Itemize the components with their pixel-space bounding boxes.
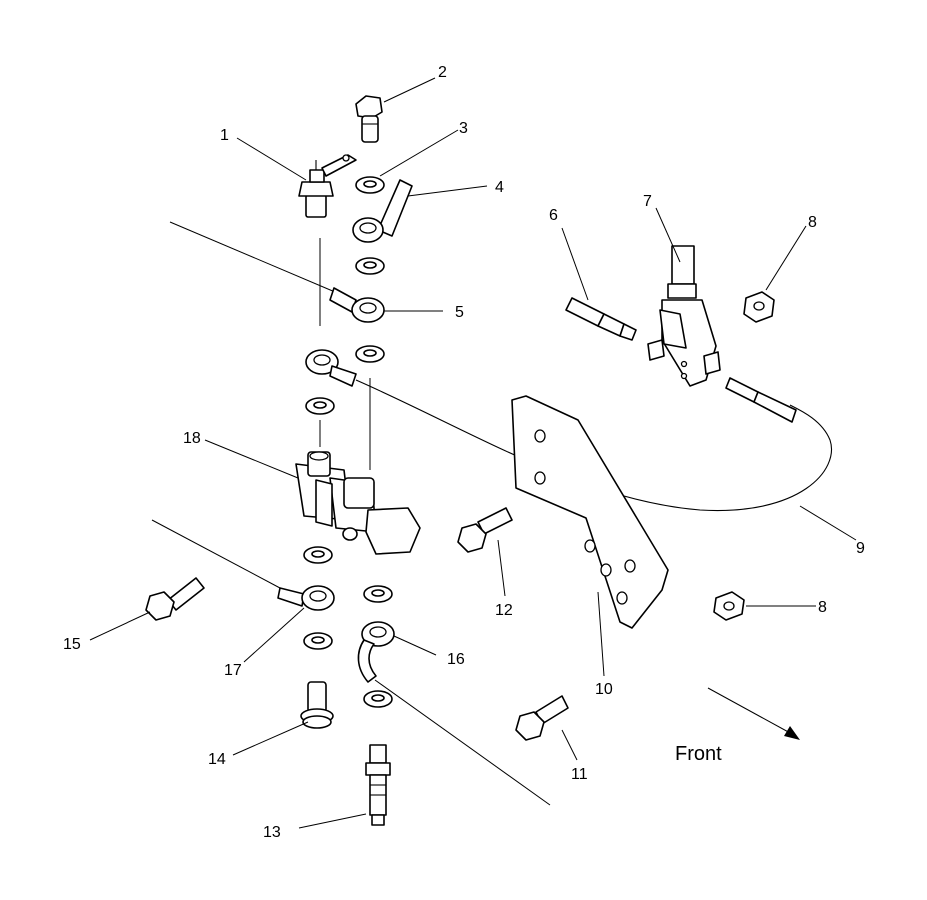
part-2-banjo-bolt <box>355 95 383 143</box>
callout-2: 2 <box>438 64 447 81</box>
part-11-bolt <box>515 695 569 741</box>
callout-18: 18 <box>183 430 201 447</box>
callout-7: 7 <box>643 193 652 210</box>
callout-4: 4 <box>495 179 504 196</box>
sealing-washers <box>303 176 393 708</box>
callout-13: 13 <box>263 824 281 841</box>
callout-1: 1 <box>220 127 229 144</box>
part-12-bolt <box>457 507 513 553</box>
callout-5: 5 <box>455 304 464 321</box>
part-5-banjo-fitting <box>329 287 385 323</box>
callout-16: 16 <box>447 651 465 668</box>
callout-numbers: 1 2 3 4 5 6 7 8 8 9 10 11 12 13 14 15 16… <box>63 64 865 841</box>
part-10-mounting-bracket <box>511 395 669 629</box>
brake-line-fitting-right <box>725 377 797 423</box>
part-14-banjo-bolt <box>300 681 334 729</box>
front-label: Front <box>675 743 722 765</box>
assembly-axis-lines <box>151 221 551 806</box>
part-13-stud-fitting <box>365 744 391 826</box>
part-1-sensor-switch <box>298 154 357 218</box>
callout-17: 17 <box>224 662 242 679</box>
callout-9: 9 <box>856 540 865 557</box>
callout-14: 14 <box>208 751 226 768</box>
part-8-nut-lower <box>713 591 745 621</box>
callout-10: 10 <box>595 681 613 698</box>
part-15-bolt <box>145 577 205 621</box>
callout-6: 6 <box>549 207 558 224</box>
callout-11: 11 <box>571 766 588 783</box>
callout-8-upper: 8 <box>808 214 817 231</box>
part-18-valve-block <box>295 451 421 555</box>
part-8-nut-upper <box>743 291 775 323</box>
direction-arrow-icon <box>784 726 800 740</box>
front-direction-indicator: Front <box>675 687 800 765</box>
part-7-switch-valve <box>647 245 721 387</box>
callout-8-lower: 8 <box>818 599 827 616</box>
callout-12: 12 <box>495 602 513 619</box>
callout-15: 15 <box>63 636 81 653</box>
brake-line-banjo-upper <box>305 349 832 512</box>
part-16-brake-line-banjo <box>357 621 395 683</box>
part-17-banjo-fitting <box>277 585 335 611</box>
part-4-brake-line-banjo <box>352 179 413 243</box>
callout-3: 3 <box>459 120 468 137</box>
callout-leader-lines <box>89 77 857 829</box>
part-6-adapter-fitting <box>565 297 637 341</box>
